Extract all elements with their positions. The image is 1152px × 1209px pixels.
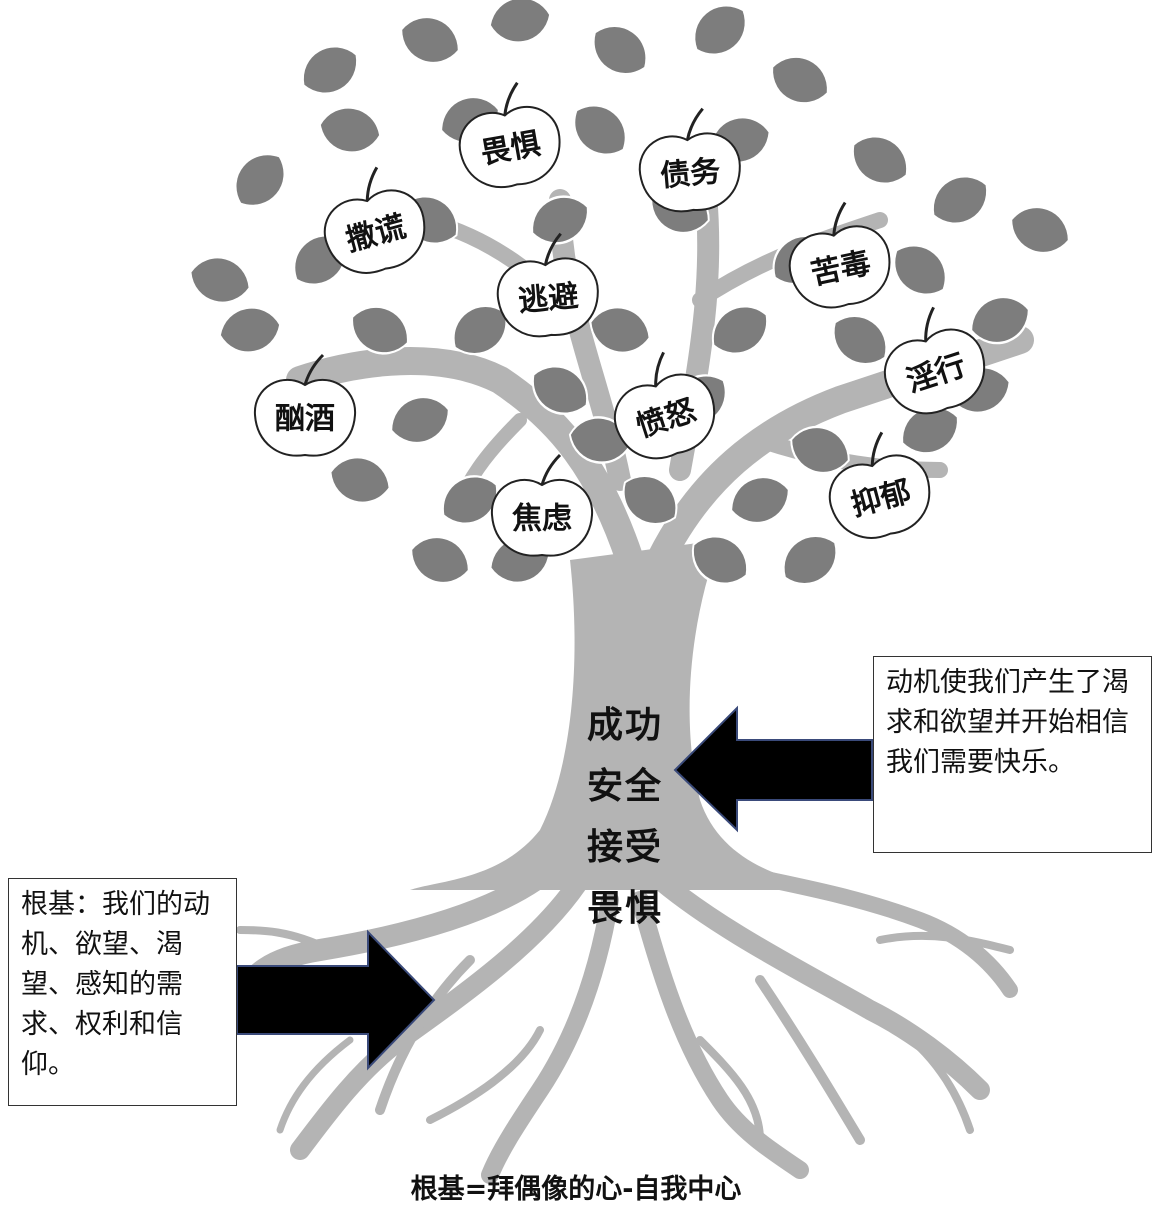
fruit-body: [788, 225, 891, 309]
trunk-word-success: 成功: [586, 705, 663, 746]
leaf: [189, 256, 251, 304]
fruit: 愤怒: [613, 351, 715, 460]
fruit: 逃避: [496, 232, 599, 338]
fruit: 抑郁: [828, 431, 931, 539]
leaf: [301, 45, 359, 95]
leaf: [893, 244, 947, 296]
leaf: [218, 306, 282, 354]
fruit-label: 债务: [659, 154, 722, 194]
leaf: [970, 295, 1030, 345]
caption: 根基=拜偶像的心-自我中心: [410, 1174, 742, 1205]
fruit-stem: [540, 453, 562, 486]
leaf: [531, 195, 589, 245]
leaf: [790, 425, 850, 475]
fruit: 债务: [638, 107, 741, 213]
fruit: 撒谎: [323, 166, 426, 274]
fruit-stem: [365, 166, 379, 202]
leaf: [351, 305, 409, 355]
leaf: [691, 535, 749, 585]
fruit-stem: [924, 306, 935, 342]
trunk-word-fear: 畏惧: [586, 888, 663, 929]
leaf: [782, 534, 838, 586]
fruit-body: [490, 479, 594, 557]
fruit: 畏惧: [458, 81, 561, 189]
leaf: [851, 135, 909, 185]
leaf: [318, 106, 382, 154]
fruit-stem: [503, 81, 519, 116]
fruit-label: 酗酒: [275, 402, 335, 437]
note-roots-box: 根基：我们的动机、欲望、渴望、感知的需求、权利和信仰。: [8, 878, 237, 1106]
fruit-body: [638, 132, 741, 213]
trunk-word-security: 安全: [586, 766, 663, 807]
leaf: [390, 395, 450, 445]
leaf: [531, 365, 589, 415]
arrow-left-to-roots: [236, 929, 436, 1071]
fruit: 苦毒: [788, 201, 891, 309]
fruit-stem: [870, 431, 884, 467]
tree-leaves: [189, 0, 1070, 586]
leaf: [573, 104, 627, 156]
fruit: 淫行: [883, 306, 985, 415]
fruit-stem: [654, 351, 665, 387]
fruit: 焦虑: [490, 453, 594, 557]
leaf: [1010, 205, 1070, 255]
leaf: [452, 304, 508, 356]
note-motivation-box: 动机使我们产生了渴求和欲望并开始相信我们需要快乐。: [873, 656, 1152, 853]
leaf: [771, 55, 829, 105]
fruit-stem: [303, 353, 325, 386]
leaf: [832, 314, 888, 366]
fruit-stem: [543, 232, 562, 266]
leaf: [410, 535, 470, 585]
leaf: [693, 4, 747, 56]
leaf: [488, 0, 552, 44]
fruit-stem: [685, 107, 704, 141]
leaf: [622, 474, 678, 526]
fruit-body: [613, 373, 715, 460]
leaf: [711, 305, 769, 355]
fruit-body: [828, 454, 931, 539]
leaf: [400, 15, 460, 65]
fruit-body: [496, 257, 599, 338]
fruit: 酗酒: [253, 353, 357, 457]
fruit-stem: [832, 201, 847, 236]
leaf: [730, 475, 790, 525]
trunk-word-acceptance: 接受: [586, 827, 663, 868]
fruit-body: [323, 189, 426, 274]
fruit-label: 逃避: [517, 279, 580, 319]
fruit-body: [458, 105, 561, 189]
leaf: [589, 306, 651, 354]
fruit-label: 焦虑: [512, 502, 572, 537]
arrow-right-to-trunk: [673, 705, 873, 833]
leaf: [234, 153, 286, 207]
fruit-body: [883, 328, 985, 415]
fruit-body: [253, 379, 357, 457]
leaf: [329, 456, 391, 504]
leaf: [592, 24, 648, 76]
tree-trunk: [410, 540, 840, 890]
leaf: [931, 175, 989, 225]
